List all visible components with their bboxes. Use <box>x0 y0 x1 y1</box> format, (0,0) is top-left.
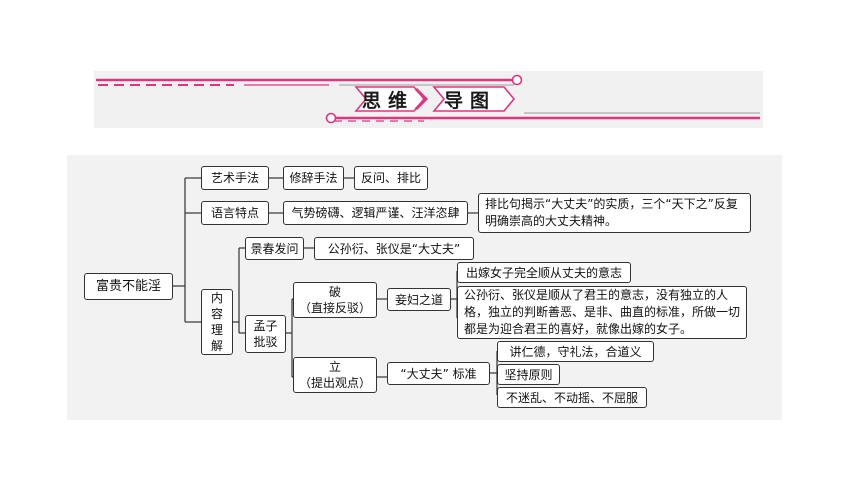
node-rhetoric: 修辞手法 <box>283 166 344 190</box>
mengzi-line: 孟子 <box>253 319 278 333</box>
node-concubine-way: 妾妇之道 <box>387 288 451 311</box>
establish-line: 立 <box>328 360 341 374</box>
root-node: 富贵不能淫 <box>84 273 173 300</box>
node-jingchun-question: 景春发问 <box>245 237 304 260</box>
section-banner <box>94 71 763 128</box>
node-content-understanding: 内 容 理 解 <box>201 289 233 355</box>
banner-title-char: 维 <box>388 90 414 112</box>
node-art-technique: 艺术手法 <box>201 166 269 190</box>
node-establish: 立 （提出观点） <box>293 357 377 393</box>
refute-line: 破 <box>328 285 341 299</box>
content-char: 理 <box>210 323 223 337</box>
node-dazhangfu-standard: “大丈夫” 标准 <box>387 362 490 385</box>
node-language-style: 气势磅礴、逻辑严谨、汪洋恣肆 <box>283 201 468 225</box>
node-jingchun-answer: 公孙衍、张仪是“大丈夫” <box>314 237 474 260</box>
node-refute: 破 （直接反驳） <box>293 282 377 318</box>
mengzi-line: 批驳 <box>253 335 278 349</box>
banner-title-char: 图 <box>470 90 496 112</box>
content-char: 内 <box>210 291 223 305</box>
node-mengzi-rebuttal: 孟子 批驳 <box>245 315 286 353</box>
banner-decoration <box>96 74 760 124</box>
node-rhetoric-items: 反问、排比 <box>354 166 428 190</box>
mindmap-panel: 富贵不能淫 艺术手法 修辞手法 反问、排比 语言特点 气势磅礴、逻辑严谨、汪洋恣… <box>67 155 782 420</box>
node-po-point2: 公孙衍、张仪是顺从了君王的意志，没有独立的人格，独立的判断善恶、是非、曲直的标准… <box>457 286 747 339</box>
establish-line: （提出观点） <box>298 376 371 390</box>
node-li-item: 讲仁德，守礼法，合道义 <box>497 341 654 362</box>
refute-line: （直接反驳） <box>298 301 371 315</box>
node-li-item: 坚持原则 <box>497 364 560 385</box>
node-language-features: 语言特点 <box>201 201 269 225</box>
node-po-point1: 出嫁女子完全顺从丈夫的意志 <box>457 262 631 283</box>
banner-title-char: 思 <box>362 90 388 112</box>
node-language-note: 排比句揭示“大丈夫”的实质，三个“天下之”反复明确崇高的大丈夫精神。 <box>478 193 751 233</box>
banner-title-char: 导 <box>444 90 470 112</box>
banner-title: 思 维 导 图 <box>340 86 540 116</box>
node-li-item: 不迷乱、不动摇、不屈服 <box>497 387 647 408</box>
content-char: 容 <box>210 307 223 321</box>
content-char: 解 <box>210 339 223 353</box>
